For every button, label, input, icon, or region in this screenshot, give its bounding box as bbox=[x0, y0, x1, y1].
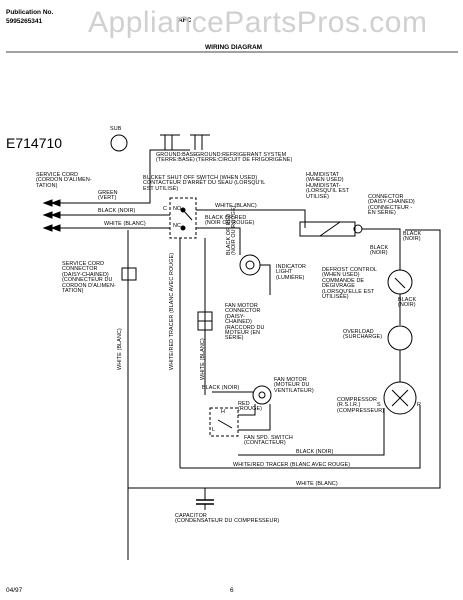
defrost-control-circle bbox=[387, 269, 413, 295]
service-cord-connector-label: SERVICE CORD CONNECTOR (DAISY-CHAINED) (… bbox=[62, 261, 116, 295]
defrost-control-label: DEFROST CONTROL (WHEN USED) COMMANDE DE … bbox=[322, 267, 378, 301]
fan-motor-connector-label: FAN MOTOR CONNECTOR (DAISY- CHAINED) (RA… bbox=[225, 303, 265, 342]
switch-no-label: NO bbox=[173, 206, 182, 212]
sub-label: SUB bbox=[110, 126, 122, 132]
footer-date: 04/97 bbox=[6, 587, 23, 594]
capacitor-label: CAPACITOR (CONDENSATEUR DU COMPRESSEUR) bbox=[175, 513, 280, 525]
overload-circle bbox=[387, 325, 413, 351]
ground-symbols bbox=[160, 134, 210, 150]
ground-label: GROUND:BASE (TERRE:BASE) bbox=[156, 152, 197, 164]
publication-label: Publication No. bbox=[6, 9, 54, 16]
connector-label: CONNECTOR (DAISY-CHAINED) (CONNECTEUR - … bbox=[368, 194, 415, 217]
service-cord-label: SERVICE CORD (CORDON D'ALIMEN- TATION) bbox=[36, 172, 92, 189]
overload-label: OVERLOAD (SURCHARGE) bbox=[343, 329, 383, 341]
white-red-tracer-label: WHITE/RED TRACER (BLANC AVEC ROUGE) bbox=[233, 462, 351, 468]
service-cord-connector-block bbox=[121, 267, 137, 281]
indicator-light-circle bbox=[239, 254, 261, 276]
black-noir-fan-label: BLACK (NOIR) bbox=[202, 385, 240, 391]
sub-circle bbox=[110, 134, 128, 152]
watermark: AppliancePartsPros.com bbox=[88, 6, 428, 39]
humidistat-box bbox=[299, 221, 356, 237]
red-rouge-label: RED (ROUGE) bbox=[238, 401, 263, 413]
fan-switch-h-label: H bbox=[221, 409, 225, 415]
compressor-s-label: S bbox=[377, 402, 381, 408]
compressor-r-label: R bbox=[417, 402, 421, 408]
fan-motor-circle bbox=[252, 385, 272, 405]
publication-number: 5995265341 bbox=[6, 18, 43, 25]
indicator-light-label: INDICATOR LIGHT (LUMIÈRE) bbox=[276, 264, 307, 281]
bucket-switch-box bbox=[169, 197, 197, 239]
black-noir-right-label-2: BLACK (NOIR) bbox=[370, 245, 389, 257]
white-blanc-bottom-label: WHITE (BLANC) bbox=[296, 481, 338, 487]
compressor-circle bbox=[383, 381, 417, 415]
footer-page: 6 bbox=[230, 587, 234, 594]
compressor-label: COMPRESSOR (R.S.I.R.) (COMPRESSEUR) bbox=[337, 397, 385, 414]
black-noir-label: BLACK (NOIR) bbox=[98, 208, 136, 214]
green-label: GREEN (VERT) bbox=[98, 190, 118, 202]
white-blanc-label: WHITE (BLANC) bbox=[104, 221, 146, 227]
model-partial: AFC bbox=[178, 17, 192, 24]
fan-speed-switch-box bbox=[209, 407, 239, 437]
white-blanc-vert-mid-label: WHITE (BLANC) bbox=[200, 338, 206, 380]
fan-spd-switch-label: FAN SPD. SWITCH (CONTACTEUR) bbox=[244, 435, 293, 447]
black-or-red-label: BLACK OR RED (NOIR OU ROUGE) bbox=[205, 215, 255, 227]
switch-c-label: C bbox=[163, 206, 167, 212]
black-noir-right-label-3: BLACK (NOIR) bbox=[398, 297, 417, 309]
fan-switch-l-label: L bbox=[212, 427, 216, 433]
diagram-title: WIRING DIAGRAM bbox=[205, 44, 263, 51]
white-blanc-switch-label: WHITE (BLANC) bbox=[215, 203, 257, 209]
humidistat-label: HUMIDISTAT (WHEN USED) HUMIDISTAT- (LORS… bbox=[306, 172, 350, 200]
ground-refrig-label: GROUND:REFRIGERANT SYSTEM (TERRE:CIRCUIT… bbox=[196, 152, 293, 164]
switch-nc-label: NC bbox=[173, 223, 181, 229]
white-red-tracer-vert-label: WHITE/RED TRACER (BLANC AVEC ROUGE) bbox=[169, 252, 175, 370]
white-blanc-vert-left-label: WHITE (BLANC) bbox=[117, 328, 123, 370]
black-noir-bottom-label: BLACK (NOIR) bbox=[296, 449, 334, 455]
black-or-red-vert-label: BLACK OR RED (NOIR OU ROUGE) bbox=[226, 205, 238, 255]
service-cord-arrows bbox=[42, 199, 98, 232]
diagram-id: E714710 bbox=[6, 135, 63, 151]
black-noir-right-label: BLACK (NOIR) bbox=[403, 231, 422, 243]
fan-motor-label: FAN MOTOR (MOTEUR DU VENTILATEUR) bbox=[274, 377, 314, 394]
bucket-switch-label: BUCKET SHUT OFF SWITCH (WHEN USED) CONTA… bbox=[143, 175, 266, 192]
